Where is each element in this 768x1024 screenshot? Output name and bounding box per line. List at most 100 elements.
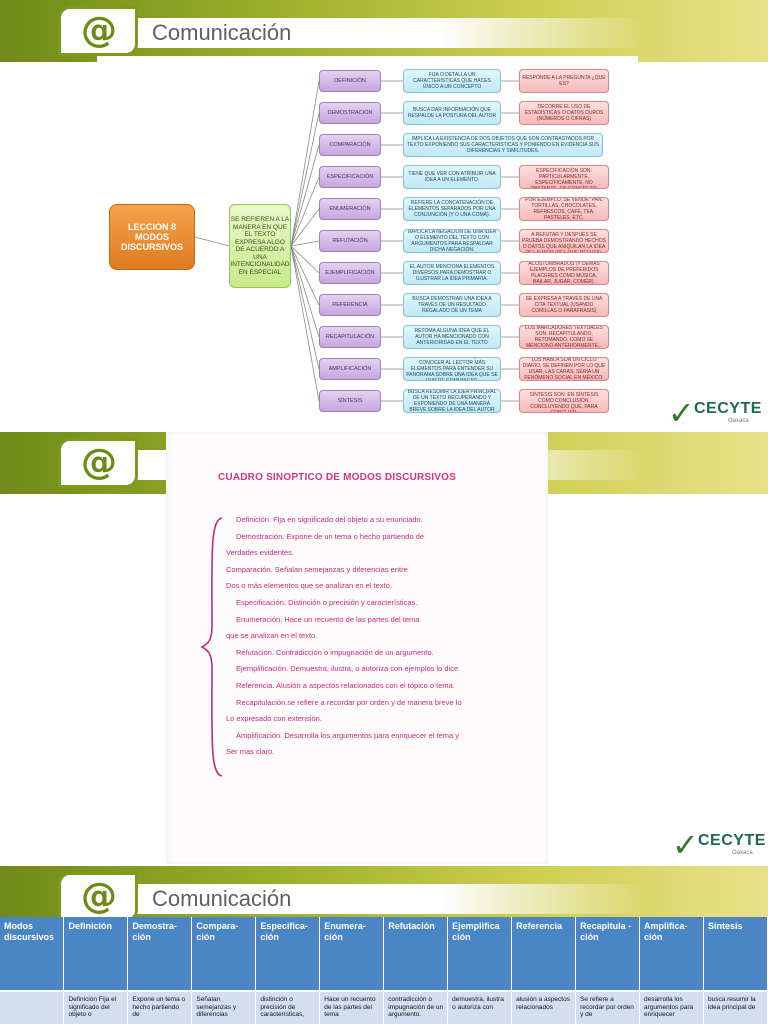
- mode-description-box: BUSCA DAR INFORMACIÓN QUE RESPALDE LA PO…: [403, 101, 501, 125]
- connector-line: [290, 245, 320, 274]
- sheet-line: Lo expresado con extensión.: [226, 714, 322, 724]
- at-icon: @: [81, 876, 117, 917]
- mode-box: DEFINICIÓN: [319, 70, 381, 92]
- header-title-bar: [128, 18, 648, 48]
- mode-description-box: IMPLICA LA EXISTENCIA DE DOS OBJETOS QUE…: [403, 133, 603, 157]
- slide-mapa-conceptual: @ Comunicación LECCION 8 MODOS DISCURSIV…: [0, 0, 768, 432]
- table-cell: contradicción o impugnación de un argume…: [383, 990, 449, 1024]
- handwritten-sheet: CUADRO SINOPTICO DE MODOS DISCURSIVOS De…: [166, 432, 548, 864]
- sheet-line: Enumeración. Hace un recuento de las par…: [236, 614, 420, 624]
- sheet-line: Verdades evidentes.: [226, 548, 294, 558]
- mode-box: ENUMERACIÓN: [319, 198, 381, 220]
- mode-example-box: RESPONDE A LA PREGUNTA ¿QUÉ ES?: [519, 69, 609, 93]
- table-header-cell: Síntesis: [703, 917, 768, 991]
- table-header-cell: Referencia: [511, 917, 577, 991]
- connector-line: [290, 144, 320, 247]
- at-icon: @: [81, 442, 117, 483]
- mode-description-box: REFIERE LA CONCATENACIÓN DE ELEMENTOS SE…: [403, 197, 501, 221]
- header-banner: @ Comunicación: [0, 0, 768, 62]
- mode-example-box: LOS HABLA SON UN CICLO DIARIO, SE DEFINE…: [519, 357, 609, 381]
- mode-box: DEMOSTRACIÓN: [319, 102, 381, 124]
- connector-line: [290, 245, 320, 402]
- mode-box: REFERENCIA: [319, 294, 381, 316]
- mode-description-box: RETOMA ALGUNA IDEA QUE EL AUTOR HA MENCI…: [403, 325, 501, 349]
- cecyte-sub: Oaxaca: [728, 418, 749, 424]
- table-header-cell: Modos discursivos: [0, 917, 65, 991]
- mode-box: RECAPITULACIÓN: [319, 326, 381, 348]
- sheet-line: Recapitulación.se refiere a recordar por…: [236, 697, 462, 707]
- header-title: Comunicación: [152, 886, 292, 911]
- mode-example-box: DECORRE EL USO DE ESTADÍSTICAS O DATOS D…: [519, 101, 609, 125]
- comunicacion-logo: @: [58, 872, 138, 922]
- cecyte-logo: ✓ CECYTE Oaxaca: [668, 396, 768, 432]
- cecyte-sub: Oaxaca: [732, 850, 753, 856]
- mode-example-box: SE EXPRESA A TRAVÉS DE UNA CITA TEXTUAL …: [519, 293, 609, 317]
- sheet-line: Amplificación. Desarrolla los argumentos…: [236, 730, 460, 740]
- mode-box: ESPECIFICACIÓN: [319, 166, 381, 188]
- cecyte-leaf-icon: ✓: [672, 826, 699, 864]
- mode-box: EJEMPLIFICACIÓN: [319, 262, 381, 284]
- comunicacion-logo: @: [58, 438, 138, 488]
- slide-cuadro-sinoptico: @ CUADRO SINOPTICO DE MODOS DISCURSIVOS …: [0, 432, 768, 866]
- table-cell: distinción o precisión de característica…: [255, 990, 321, 1024]
- sheet-title: CUADRO SINOPTICO DE MODOS DISCURSIVOS: [218, 472, 456, 483]
- table-header-cell: Compara-ción: [191, 917, 257, 991]
- mode-box: SÍNTESIS: [319, 390, 381, 412]
- mode-box: AMPLIFICACIÓN: [319, 358, 381, 380]
- table-cell: Expone un tema o hecho partiendo de: [127, 990, 193, 1024]
- mode-box: COMPARACIÓN: [319, 134, 381, 156]
- definition-box: SE REFIEREN A LA MANERA EN QUE EL TEXTO …: [229, 204, 291, 288]
- table-header-cell: Demostra-ción: [127, 917, 193, 991]
- connector-line: [194, 236, 230, 247]
- connector-line: [290, 245, 320, 306]
- table-cell: busca resumir la idea principal de: [703, 990, 768, 1024]
- header-title-bar: [128, 884, 648, 914]
- mode-description-box: FIJA O DETALLA UN CARACTERÍSTICAS QUE HA…: [403, 69, 501, 93]
- table-cell: demuestra, ilustra o autoriza con: [447, 990, 513, 1024]
- cecyte-name: CECYTE: [694, 400, 762, 417]
- table-cell: alusión a aspectos relacionados: [511, 990, 577, 1024]
- comunicacion-logo: @: [58, 6, 138, 56]
- cecyte-name: CECYTE: [698, 832, 766, 849]
- brace-icon: [200, 517, 223, 777]
- header-title: Comunicación: [152, 20, 292, 45]
- cecyte-leaf-icon: ✓: [668, 394, 695, 432]
- table-row: Definición Fija el significado del objet…: [0, 990, 768, 1024]
- mode-description-box: BUSCA DEMOSTRAR UNA IDEA A TRAVÉS DE UN …: [403, 293, 501, 317]
- table-cell: Hace un recuento de las partes del tema: [319, 990, 385, 1024]
- connector-line: [290, 245, 320, 370]
- connector-line: [290, 80, 320, 247]
- mode-example-box: POR EJEMPLO, SE VENDE: PAN, TORTILLAS, C…: [519, 197, 609, 221]
- table-header-cell: Recapitula - ción: [575, 917, 641, 991]
- mode-description-box: TIENE QUE VER CON ATRIBUIR UNA IDEA A UN…: [403, 165, 501, 189]
- at-icon: @: [81, 10, 117, 51]
- concept-map: LECCION 8 MODOS DISCURSIVOS SE REFIEREN …: [97, 56, 638, 432]
- sheet-line: Referencia. Alusión a aspectos relaciona…: [236, 680, 455, 690]
- mode-example-box: LOS MARCADORES TEXTUALES SON: RECAPITULA…: [519, 325, 609, 349]
- mode-description-box: BUSCA RESUMIR LA IDEA PRINCIPAL DE UN TE…: [403, 389, 501, 413]
- mode-description-box: IMPLICA LA NEGACIÓN DE UNA IDEA O ELEMEN…: [403, 229, 501, 253]
- lesson-box: LECCION 8 MODOS DISCURSIVOS: [109, 204, 195, 270]
- table-cell: Se refiere a recordar por orden y de: [575, 990, 641, 1024]
- sheet-line: que se analizan en el texto.: [226, 631, 318, 641]
- table-cell: desarrolla los argumentos para enriquece…: [639, 990, 704, 1024]
- table-header-cell: Especifica-ción: [255, 917, 321, 991]
- mode-description-box: TIENE COMO OBJETIVO QUE EL CONOCER AL LE…: [403, 357, 501, 381]
- table-header-cell: Refutación: [383, 917, 449, 991]
- sheet-line: Definición. Fija en significado del obje…: [236, 515, 423, 524]
- table-cell: [0, 990, 65, 1024]
- mode-example-box: LOS MARCADORES DE LA SÍNTESIS SON: EN SÍ…: [519, 389, 609, 413]
- mode-example-box: LOS MARCADORES QUE REFIEREN A UNA ESPECI…: [519, 165, 609, 189]
- sheet-line: Ser mas claro.: [226, 747, 275, 757]
- mode-description-box: EL AUTOR MENCIONA ELEMENTOS DIVERSOS PAR…: [403, 261, 501, 285]
- table-cell: Señalan semejanzas y diferencias: [191, 990, 257, 1024]
- table-cell: Definición Fija el significado del objet…: [63, 990, 129, 1024]
- table-header-cell: Definición: [63, 917, 129, 991]
- lesson-label: LECCION 8 MODOS DISCURSIVOS: [120, 222, 183, 252]
- connector-line: [290, 112, 320, 247]
- sheet-line: Refutación. Contradicción o impugnación …: [236, 647, 434, 657]
- sheet-line: Dos o más elementos que se analizan en e…: [226, 581, 392, 591]
